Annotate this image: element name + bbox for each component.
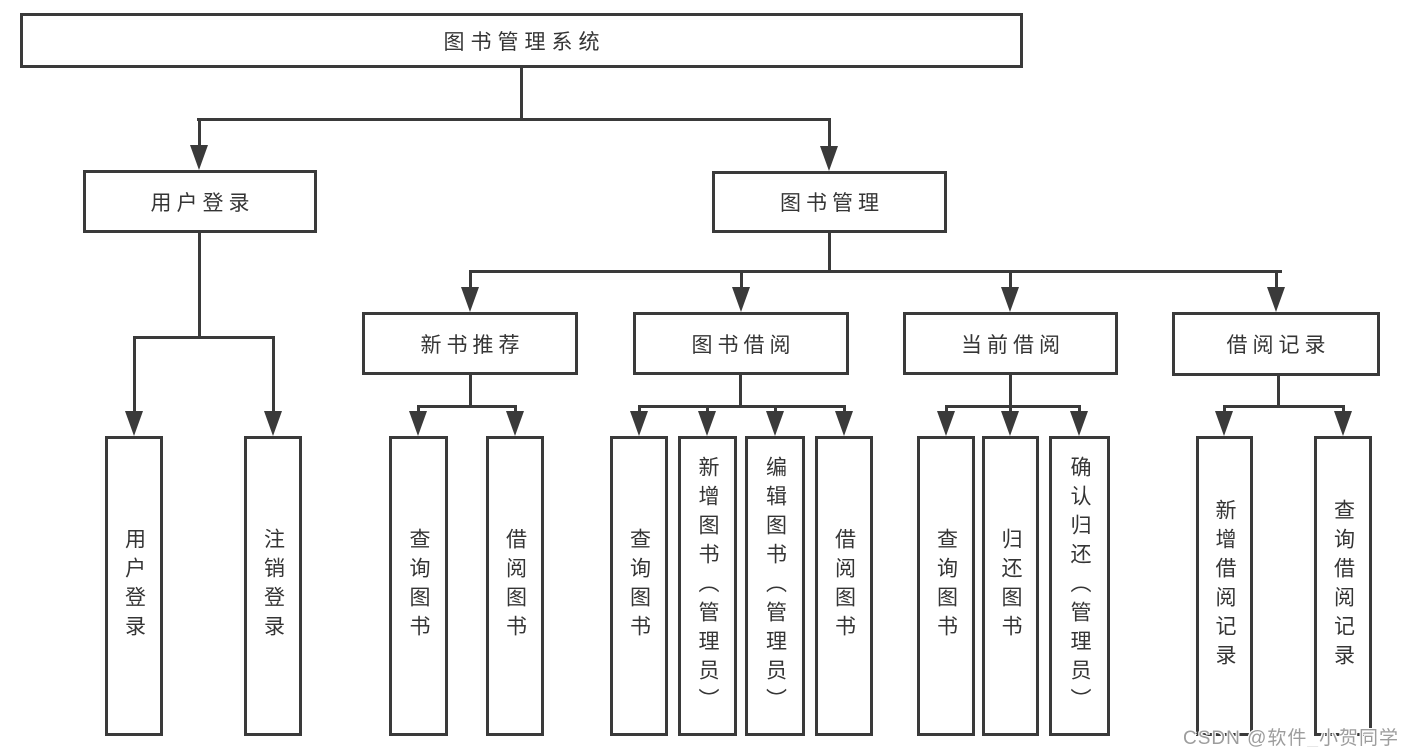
connector-bus-line: [1223, 405, 1345, 408]
node-new-book-recommend-label: 新书推荐: [420, 333, 525, 357]
node-book-management: 图书管理: [712, 171, 947, 233]
arrowhead-icon: [1001, 411, 1019, 436]
connector-drop-line: [1009, 405, 1012, 413]
leaf-edit-book-admin: 编辑图书（管理员）: [745, 436, 805, 736]
leaf-query-books-current-label: 查询图书: [934, 528, 958, 644]
connector-stem-line: [739, 375, 742, 408]
watermark-text: CSDN @软件_小贺同学: [1183, 728, 1399, 747]
leaf-logout: 注销登录: [244, 436, 302, 736]
arrowhead-icon: [732, 287, 750, 312]
leaf-query-borrow-record: 查询借阅记录: [1314, 436, 1372, 736]
node-user-login: 用户登录: [83, 170, 317, 233]
connector-drop-line: [198, 118, 201, 147]
connector-drop-line: [843, 405, 846, 413]
arrowhead-icon: [264, 411, 282, 436]
connector-bus-line: [469, 270, 1282, 273]
node-book-management-label: 图书管理: [780, 192, 884, 215]
connector-bus-line: [945, 405, 1081, 408]
node-book-borrowing-label: 图书借阅: [691, 333, 796, 357]
arrowhead-icon: [630, 411, 648, 436]
leaf-edit-book-admin-label: 编辑图书（管理员）: [763, 455, 787, 717]
connector-drop-line: [417, 405, 420, 413]
leaf-query-books-recommend: 查询图书: [389, 436, 448, 736]
connector-stem-line: [520, 68, 523, 121]
leaf-return-books: 归还图书: [982, 436, 1039, 736]
arrowhead-icon: [1215, 411, 1233, 436]
node-current-borrowing: 当前借阅: [903, 312, 1118, 375]
connector-stem-line: [828, 233, 831, 273]
arrowhead-icon: [1267, 287, 1285, 312]
connector-drop-line: [828, 118, 831, 148]
node-user-login-label: 用户登录: [150, 191, 255, 215]
node-root: 图书管理系统: [20, 13, 1023, 68]
connector-drop-line: [469, 270, 472, 289]
connector-drop-line: [945, 405, 948, 413]
leaf-return-books-label: 归还图书: [999, 528, 1022, 644]
arrowhead-icon: [1070, 411, 1088, 436]
connector-drop-line: [1223, 405, 1226, 413]
leaf-query-borrow-record-label: 查询借阅记录: [1331, 499, 1355, 673]
connector-drop-line: [740, 270, 743, 289]
node-new-book-recommend: 新书推荐: [362, 312, 578, 375]
connector-drop-line: [1009, 270, 1012, 289]
connector-drop-line: [638, 405, 641, 413]
connector-bus-line: [133, 336, 275, 339]
node-borrowing-records-label: 借阅记录: [1226, 334, 1331, 357]
arrowhead-icon: [190, 145, 208, 170]
leaf-borrow-books-recommend: 借阅图书: [486, 436, 544, 736]
leaf-logout-label: 注销登录: [261, 528, 285, 644]
connector-drop-line: [133, 336, 136, 413]
leaf-add-book-admin: 新增图书（管理员）: [678, 436, 737, 736]
leaf-query-books-current: 查询图书: [917, 436, 975, 736]
connector-stem-line: [1277, 376, 1280, 408]
leaf-user-login: 用户登录: [105, 436, 163, 736]
connector-drop-line: [774, 405, 777, 413]
node-book-borrowing: 图书借阅: [633, 312, 849, 375]
leaf-confirm-return-admin-label: 确认归还（管理员）: [1068, 455, 1091, 717]
connector-bus-line: [638, 405, 846, 408]
connector-stem-line: [1009, 375, 1012, 408]
node-root-label: 图书管理系统: [443, 30, 606, 54]
connector-drop-line: [706, 405, 709, 413]
arrowhead-icon: [766, 411, 784, 436]
connector-drop-line: [1342, 405, 1345, 413]
arrowhead-icon: [125, 411, 143, 436]
arrowhead-icon: [820, 146, 838, 171]
node-borrowing-records: 借阅记录: [1172, 312, 1380, 376]
leaf-borrow-books: 借阅图书: [815, 436, 873, 736]
leaf-borrow-books-recommend-label: 借阅图书: [503, 528, 527, 644]
connector-stem-line: [469, 375, 472, 408]
connector-drop-line: [514, 405, 517, 413]
connector-bus-line: [197, 118, 831, 121]
connector-bus-line: [417, 405, 517, 408]
leaf-confirm-return-admin: 确认归还（管理员）: [1049, 436, 1110, 736]
arrowhead-icon: [506, 411, 524, 436]
leaf-borrow-books-label: 借阅图书: [832, 528, 856, 644]
arrowhead-icon: [698, 411, 716, 436]
arrowhead-icon: [461, 287, 479, 312]
connector-drop-line: [272, 336, 275, 413]
connector-drop-line: [1078, 405, 1081, 413]
arrowhead-icon: [835, 411, 853, 436]
arrowhead-icon: [937, 411, 955, 436]
leaf-query-books-borrowing-label: 查询图书: [627, 528, 651, 644]
leaf-add-book-admin-label: 新增图书（管理员）: [696, 455, 719, 717]
leaf-user-login-label: 用户登录: [122, 528, 146, 644]
leaf-query-books-recommend-label: 查询图书: [407, 528, 430, 644]
leaf-add-borrow-record-label: 新增借阅记录: [1213, 499, 1236, 673]
leaf-add-borrow-record: 新增借阅记录: [1196, 436, 1253, 736]
arrowhead-icon: [409, 411, 427, 436]
node-current-borrowing-label: 当前借阅: [961, 333, 1065, 357]
leaf-query-books-borrowing: 查询图书: [610, 436, 668, 736]
connector-stem-line: [198, 233, 201, 339]
arrowhead-icon: [1001, 287, 1019, 312]
arrowhead-icon: [1334, 411, 1352, 436]
connector-drop-line: [1275, 270, 1278, 289]
